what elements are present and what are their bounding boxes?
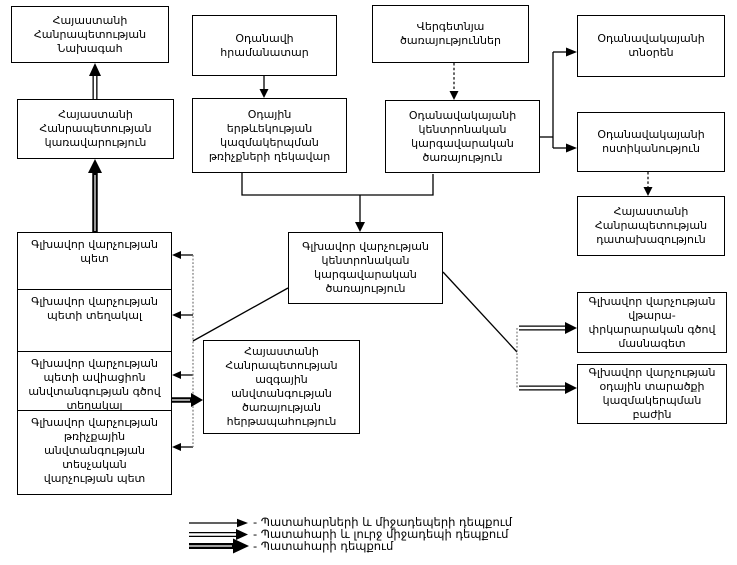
- box-main-dept-head: Գլխավոր վարչության պետ: [17, 232, 172, 290]
- box-rescue-specialist: Գլխավոր վարչության վթարա- փրկարարական գծ…: [577, 292, 727, 353]
- box-airport-police: Օդանավակայանի ոստիկանություն: [577, 112, 725, 172]
- box-deputy-head-aviation-security: Գլխավոր վարչության պետի ավիացիոն անվտանգ…: [17, 351, 172, 412]
- box-airspace-division: Գլխավոր վարչության օդային տարածքի կազմակ…: [577, 364, 727, 424]
- box-ground-services: Վերգետնյա ծառայություններ: [372, 5, 529, 63]
- box-main-dept-central-dispatch: Գլխավոր վարչության կենտրոնական կարգավարա…: [288, 232, 443, 304]
- head-police-to-prosecutor: [643, 187, 653, 196]
- box-flight-safety-inspection-head: Գլխավոր վարչության թռիչքային անվտանգությ…: [17, 410, 172, 495]
- box-government: Հայաստանի Հանրապետության կառավարություն: [17, 99, 174, 159]
- box-prosecutor-office: Հայաստանի Հանրապետության դատախազություն: [577, 196, 725, 256]
- head-head-to-government: [88, 159, 102, 173]
- box-nss-duty-service: Հայաստանի Հանրապետության ազգային անվտանգ…: [203, 340, 360, 434]
- legend-arrows: [189, 518, 249, 554]
- head-to-nss: [191, 393, 203, 407]
- arrowheads: [88, 47, 653, 451]
- head-commander-to-atm: [259, 89, 269, 98]
- line-atm-dispatch-join: [241, 173, 434, 196]
- legend-arrow-thick: [189, 538, 249, 554]
- legend-arrow-thin: [189, 518, 248, 528]
- legend-label-medium: - Պատահարի և լուրջ միջադեպի դեպքում: [253, 527, 509, 541]
- legend-arrow-medium: [189, 529, 248, 540]
- head-to-police: [566, 143, 577, 153]
- head-ground-to-dispatch: [449, 91, 459, 100]
- box-airport-central-dispatch: Օդանավակայանի կենտրոնական կարգավարական ծ…: [385, 100, 540, 173]
- thin-connectors: [181, 51, 567, 448]
- head-into-central-dispatch: [355, 222, 365, 232]
- diagonal-to-right-bracket: [442, 271, 518, 353]
- legend-label-thin: - Պատահարների և միջադեպերի դեպքում: [253, 515, 513, 529]
- box-atm-flights-chief: Օդային երթևեկության կազմակերպման թռիչքնե…: [192, 98, 347, 173]
- head-to-inspection: [172, 443, 181, 451]
- head-to-deputy: [172, 311, 181, 319]
- box-main-dept-deputy-head: Գլխավոր վարչության պետի տեղակալ: [17, 289, 172, 352]
- head-to-rescue: [565, 322, 577, 334]
- bracket-lines: [192, 255, 518, 447]
- head-to-dept-head: [172, 251, 181, 259]
- diagonal-to-left-bracket: [192, 287, 289, 342]
- legend-label-thick: - Պատահարի դեպքում: [253, 539, 394, 553]
- dotted-connectors: [453, 63, 649, 187]
- head-to-airspace: [565, 382, 577, 394]
- thick-arrows: [92, 172, 192, 403]
- box-airport-director: Օդանավակայանի տնօրեն: [577, 15, 725, 77]
- head-government-to-president: [89, 63, 101, 76]
- box-aircraft-commander: Օդանավի հրամանատար: [192, 15, 337, 76]
- box-president: Հայաստանի Հանրապետության Նախագահ: [11, 6, 169, 63]
- head-to-avsec-deputy: [172, 371, 181, 379]
- head-to-director: [566, 47, 577, 57]
